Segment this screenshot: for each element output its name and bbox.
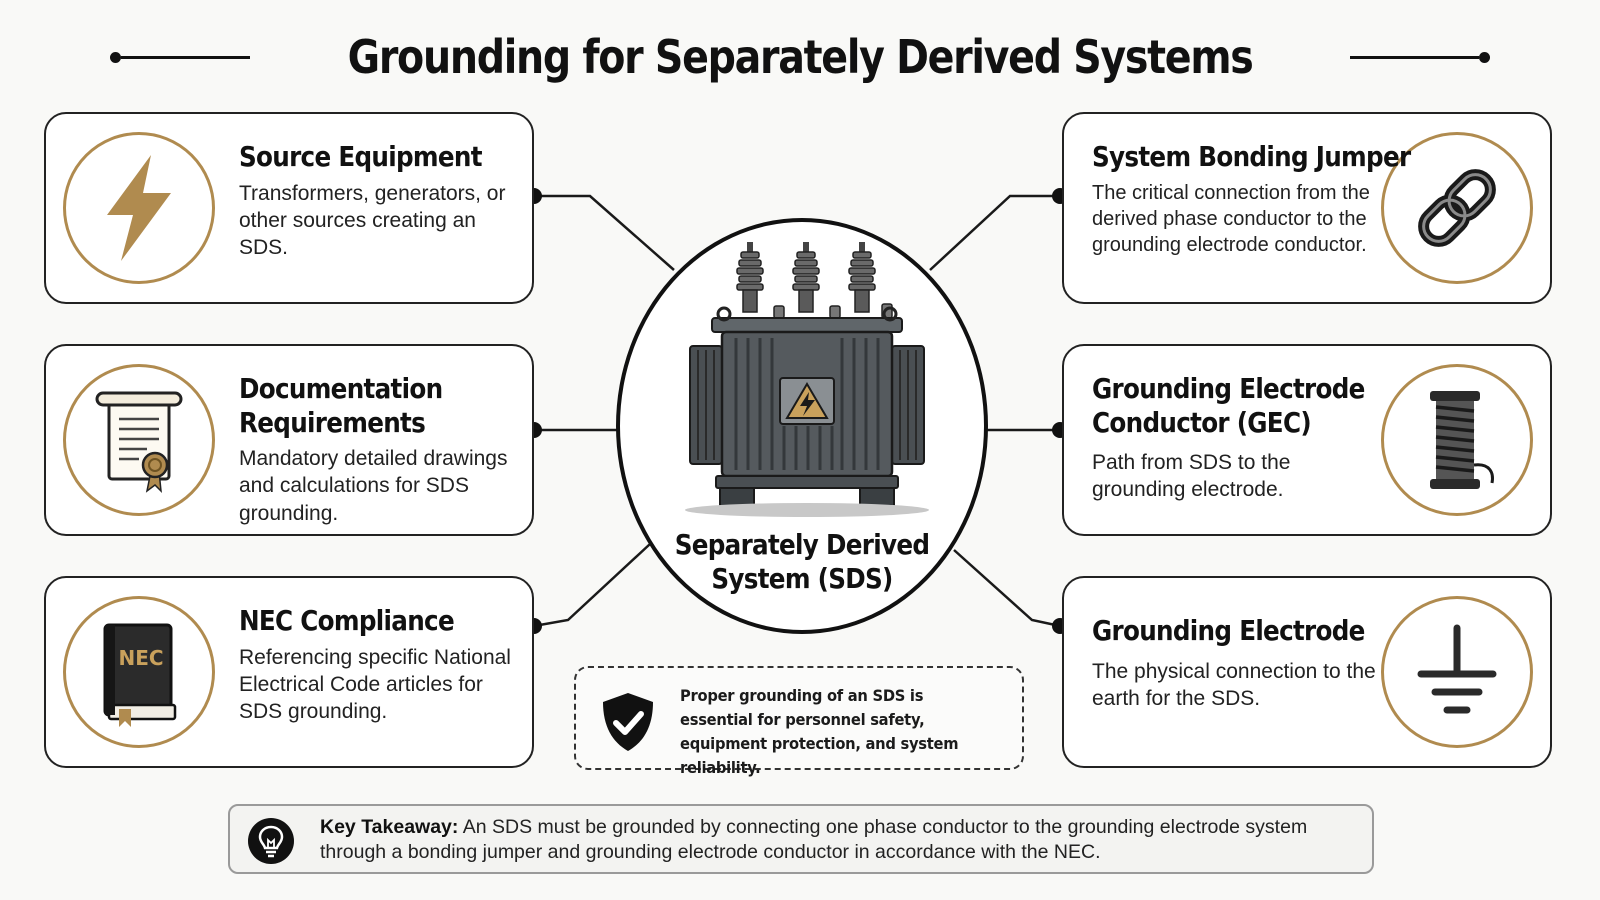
key-takeaway-body: An SDS must be grounded by connecting on… — [320, 816, 1308, 864]
nec-icon-ring: NEC — [63, 596, 215, 748]
certificate-scroll-icon — [95, 391, 183, 494]
card-grounding-electrode-conductor: Grounding Electrode Conductor (GEC) Path… — [1062, 344, 1552, 536]
safety-note: Proper grounding of an SDS is essential … — [574, 666, 1024, 777]
connector-bonding — [929, 194, 1060, 271]
source-icon-ring — [63, 132, 215, 284]
connector-source — [534, 194, 675, 271]
shield-check-icon — [603, 693, 653, 751]
card-body: Path from SDS to the grounding electrode… — [1092, 451, 1291, 502]
card-grounding-electrode: Grounding Electrode The physical connect… — [1062, 576, 1552, 768]
card-title: System Bonding Jumper — [1092, 140, 1411, 173]
key-takeaway-label: Key Takeaway: — [320, 816, 459, 838]
documentation-icon-ring — [63, 364, 215, 516]
title-rule-right — [1350, 51, 1491, 63]
transformer-icon — [685, 242, 929, 517]
card-title-line2: Conductor (GEC) — [1092, 405, 1312, 439]
electrode-icon-ring — [1381, 596, 1533, 748]
bonding-icon-ring — [1381, 132, 1533, 284]
card-system-bonding-jumper: System Bonding Jumper The critical conne… — [1062, 112, 1552, 304]
card-body: The physical connection to the earth for… — [1092, 659, 1376, 710]
card-body: The critical connection from the derived… — [1092, 181, 1370, 256]
card-documentation: Documentation Requirements Mandatory det… — [44, 344, 534, 536]
card-body: Referencing specific National Electrical… — [239, 645, 511, 724]
card-title-line1: Grounding Electrode — [1092, 372, 1365, 405]
card-body: Mandatory detailed drawings and calculat… — [239, 447, 508, 525]
card-title-line2: Requirements — [239, 405, 426, 439]
connector-electrode — [953, 549, 1061, 628]
card-title: Grounding Electrode — [1092, 614, 1365, 647]
ground-symbol-icon — [1417, 624, 1497, 714]
hub-label-line1: Separately Derived — [674, 528, 930, 561]
card-nec-compliance: NEC NEC Compliance Referencing specific … — [44, 576, 534, 768]
card-source-equipment: Source Equipment Transformers, generator… — [44, 112, 534, 304]
hub-label: Separately Derived System (SDS) — [642, 528, 962, 595]
card-title: NEC Compliance — [239, 604, 455, 637]
nec-book-label: NEC — [118, 646, 163, 670]
card-body: Transformers, generators, or other sourc… — [239, 181, 506, 260]
title-rule-left — [109, 51, 250, 63]
page-title: Grounding for Separately Derived Systems — [347, 30, 1254, 84]
key-takeaway-text: Key Takeaway: An SDS must be grounded by… — [320, 815, 1360, 866]
hub-label-line2: System (SDS) — [711, 561, 893, 595]
connector-nec — [533, 543, 651, 628]
center-hub-sds: Separately Derived System (SDS) — [616, 218, 988, 634]
gec-icon-ring — [1381, 364, 1533, 516]
key-takeaway-banner: Key Takeaway: An SDS must be grounded by… — [228, 804, 1374, 874]
wire-spool-icon — [1430, 391, 1494, 489]
card-title-line1: Documentation — [239, 372, 443, 405]
chain-link-icon — [1418, 169, 1496, 247]
card-title: Source Equipment — [239, 140, 483, 173]
lightbulb-icon — [248, 818, 294, 864]
lightning-bolt-icon — [107, 155, 171, 261]
title-row: Grounding for Separately Derived Systems — [0, 22, 1600, 92]
nec-book-icon: NEC — [103, 623, 177, 727]
bushing-group — [736, 242, 893, 319]
safety-note-text: Proper grounding of an SDS is essential … — [680, 686, 959, 777]
